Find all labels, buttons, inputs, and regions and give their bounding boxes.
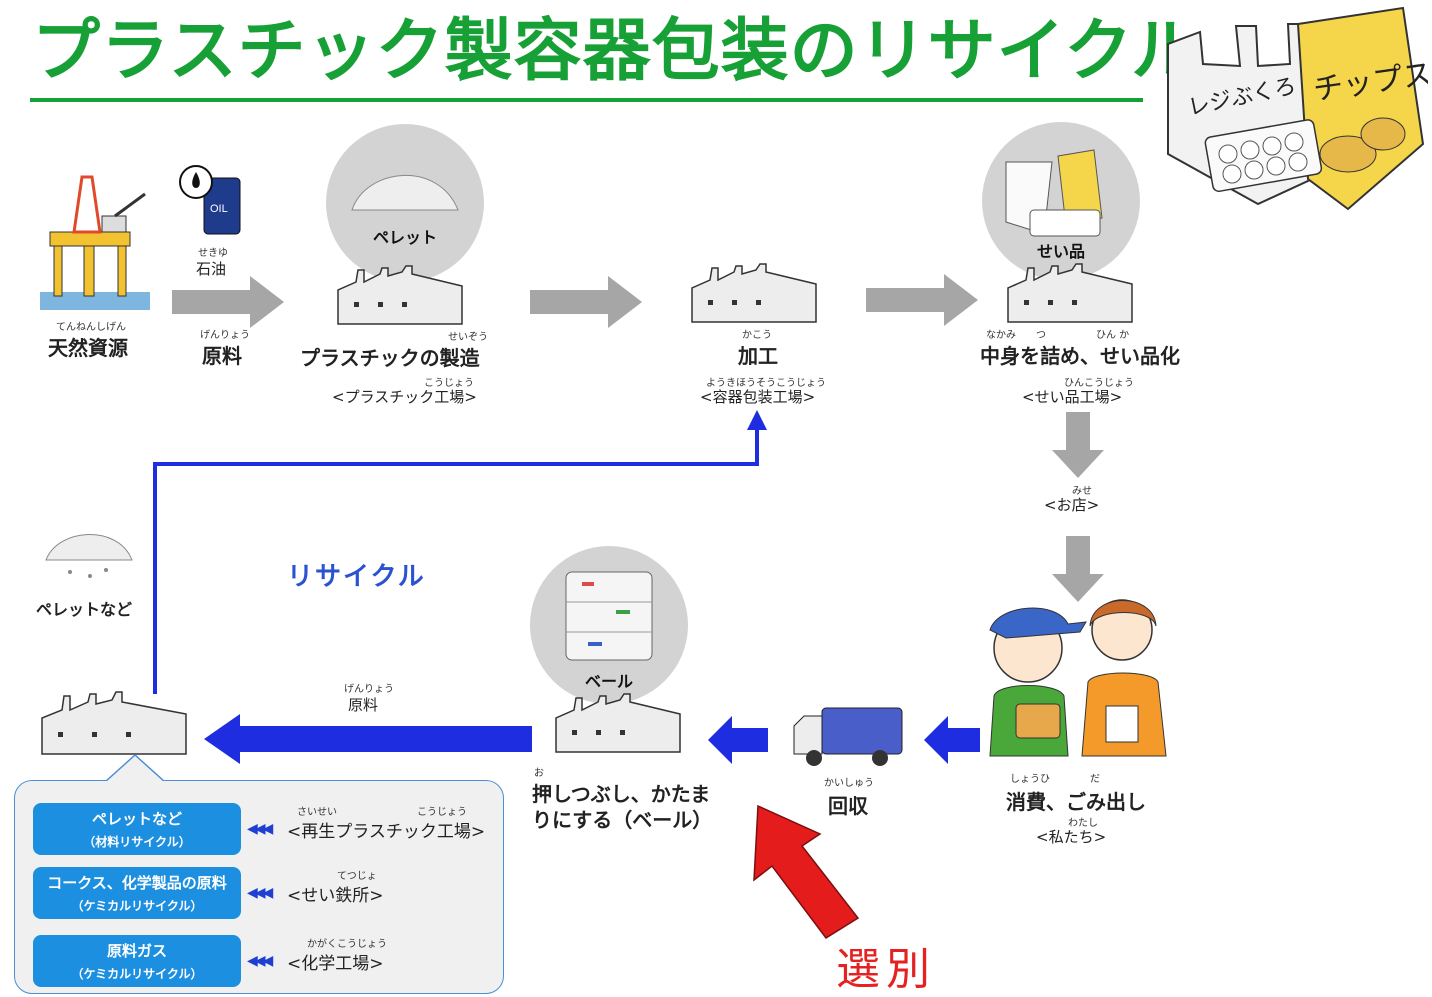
consumption-who: <私たち> [1036, 828, 1107, 846]
bale-label-line2: りにする（ベール） [532, 808, 713, 832]
recycling-methods-box: ペレットなど （材料リサイクル） ◀◀◀ さいせい こうじょう <再生プラスチッ… [14, 755, 504, 994]
oil-drum-icon: OIL [179, 165, 241, 235]
sorting-red-arrow [753, 804, 860, 940]
legend-pill-pellets: ペレットなど （材料リサイクル） [33, 803, 241, 855]
title-underline [30, 98, 1143, 102]
factory-icon-processing [691, 263, 817, 323]
gray-down-arrow-2 [1052, 536, 1104, 602]
store-ruby: みせ [1072, 486, 1092, 497]
legend-dest-ruby: かがくこうじょう [307, 939, 387, 950]
children-eating-illustration [989, 599, 1167, 757]
factory-icon-recycler [41, 691, 187, 755]
collection-ruby: かいしゅう [824, 778, 874, 789]
natural-resources-ruby: てんねんしげん [56, 322, 126, 333]
legend-dest-ruby: さいせい こうじょう [297, 807, 467, 818]
triple-arrow-icon: ◀◀◀ [247, 953, 273, 969]
filling-place: <せい品工場> [1022, 388, 1123, 406]
store-label: <お店> [1044, 496, 1100, 514]
bale-ruby: お [534, 768, 544, 779]
oil-drum-text: OIL [210, 203, 228, 215]
filling-ruby: なかみ つ ひん か [986, 330, 1130, 341]
legend-pill-title: ペレットなど [91, 810, 182, 828]
consumption-label: 消費、ごみ出し [1006, 790, 1146, 814]
legend-pill-title: 原料ガス [106, 942, 167, 960]
collection-label: 回収 [828, 794, 868, 818]
manufacture-place-ruby: こうじょう [424, 378, 474, 389]
garbage-truck-icon [793, 707, 903, 766]
legend-pill-title: コークス、化学製品の原料 [47, 874, 227, 892]
raw-material-top-ruby: げんりょう [200, 330, 250, 341]
legend-pill-sub: （ケミカルリサイクル） [71, 899, 203, 913]
blue-arrow-bale-to-recycler [204, 714, 532, 764]
legend-pill-sub: （材料リサイクル） [83, 835, 191, 849]
triple-arrow-icon: ◀◀◀ [247, 885, 273, 901]
gray-arrow-2 [530, 276, 642, 328]
blue-arrow-consumption-to-truck [924, 716, 980, 764]
processing-place-ruby: ようきほうそうこうじょう [706, 378, 826, 389]
legend-dest-ruby: てつじょ [337, 871, 377, 882]
oil-label: 石油 [196, 260, 227, 278]
filling-place-ruby: ひんこうじょう [1064, 378, 1134, 389]
manufacture-label: プラスチックの製造 [300, 346, 480, 370]
raw-material-bottom-label: 原料 [348, 696, 379, 714]
recycle-label: リサイクル [287, 562, 426, 592]
legend-dest: <再生プラスチック工場> [287, 822, 486, 842]
legend-pill-coke: コークス、化学製品の原料 （ケミカルリサイクル） [33, 867, 241, 919]
bag-and-chips-illustration: レジぶくろ チップス [1167, 6, 1428, 211]
factory-icon-plastic [337, 265, 463, 325]
sorting-label: 選別 [836, 944, 936, 995]
pellet-pile-left-icon [45, 534, 133, 578]
pellet-pile-icon [351, 175, 459, 211]
products-icon [1005, 149, 1103, 237]
pellet-circle-label: ペレット [372, 228, 437, 247]
gray-arrow-1 [172, 276, 284, 328]
raw-material-top-label: 原料 [202, 344, 242, 368]
pellets-etc-label: ペレットなど [36, 600, 133, 619]
processing-ruby: かこう [742, 330, 772, 341]
triple-arrow-icon: ◀◀◀ [247, 821, 273, 837]
natural-resources-label: 天然資源 [48, 336, 128, 360]
bale-label-line1: 押しつぶし、かたま [532, 782, 711, 806]
factory-icon-product [1007, 263, 1133, 323]
bale-circle: ベール [530, 546, 688, 704]
legend-pointer [105, 755, 165, 783]
pellet-circle: ペレット [326, 124, 484, 282]
manufacture-ruby: せいぞう [448, 332, 488, 343]
product-circle-label: せい品 [1036, 242, 1085, 261]
product-circle: せい品 [982, 122, 1140, 280]
bale-circle-label: ベール [584, 672, 633, 691]
processing-place: <容器包装工場> [700, 388, 816, 406]
consumption-who-ruby: わたし [1068, 818, 1098, 829]
filling-label: 中身を詰め、せい品化 [980, 344, 1180, 368]
gray-down-arrow-1 [1052, 412, 1104, 478]
legend-dest: <せい鉄所> [287, 886, 384, 906]
blue-arrow-truck-to-bale [708, 716, 768, 764]
raw-material-bottom-ruby: げんりょう [344, 684, 394, 695]
legend-pill-gas: 原料ガス （ケミカルリサイクル） [33, 935, 241, 987]
oil-rig-icon [40, 175, 150, 310]
manufacture-place: <プラスチック工場> [332, 388, 477, 406]
factory-icon-bale [555, 693, 681, 753]
processing-label: 加工 [738, 344, 778, 368]
legend-pill-sub: （ケミカルリサイクル） [71, 967, 203, 981]
gray-arrow-3 [866, 274, 978, 326]
oil-ruby: せきゆ [198, 248, 228, 259]
consumption-ruby: しょうひ だ [1010, 774, 1100, 785]
legend-dest: <化学工場> [287, 954, 384, 974]
page-title: プラスチック製容器包装のリサイクル [32, 12, 1201, 91]
